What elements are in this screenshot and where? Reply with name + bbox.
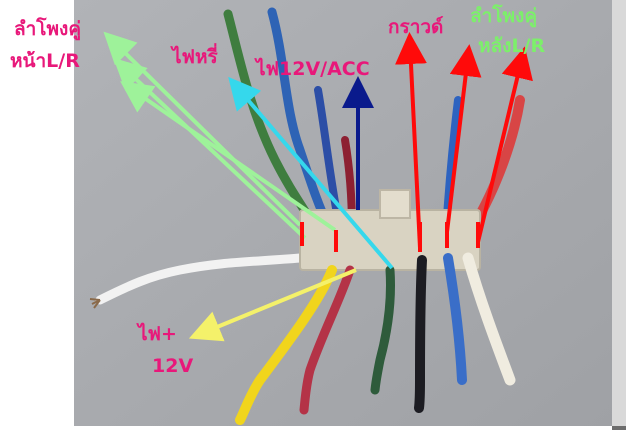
arrow-front-speaker-3: [120, 81, 337, 232]
label-rear-speakers-line1: ลำโพงคู่: [470, 5, 538, 27]
arrow-rear-speaker-1: [445, 44, 482, 233]
label-front-speakers-line2: หน้าL/R: [10, 50, 80, 72]
label-power-12v-line2: 12V: [152, 355, 194, 377]
arrow-ground: [394, 32, 427, 249]
connector-tab: [379, 189, 411, 219]
arrow-hazard: [228, 76, 394, 270]
green-wire-bottom: [370, 265, 395, 395]
label-rear-speakers-line2: หลังL/R: [478, 35, 546, 57]
right-edge-strip: [612, 0, 626, 430]
label-power-acc: ไฟ12V/ACC: [256, 58, 370, 80]
arrow-rear-speaker-2: [476, 46, 533, 243]
arrow-12v: [188, 268, 357, 342]
label-ground: กราวด์: [388, 16, 444, 38]
blue-wire-bottom: [443, 253, 467, 385]
label-hazard-light: ไฟหรี่: [172, 46, 218, 68]
red-wire-bottom: [299, 265, 355, 415]
white-wire-left: [95, 253, 305, 305]
white-wire-bottom: [462, 252, 516, 386]
yellow-wire: [235, 265, 337, 425]
wire-tip-white-left: [89, 298, 101, 309]
bottom-right-tick: [612, 426, 626, 430]
blue-wire-top: [267, 7, 335, 235]
black-wire: [414, 255, 427, 413]
label-front-speakers-line1: ลำโพงคู่: [14, 18, 82, 40]
label-power-12v-line1: ไฟ+: [138, 323, 177, 345]
